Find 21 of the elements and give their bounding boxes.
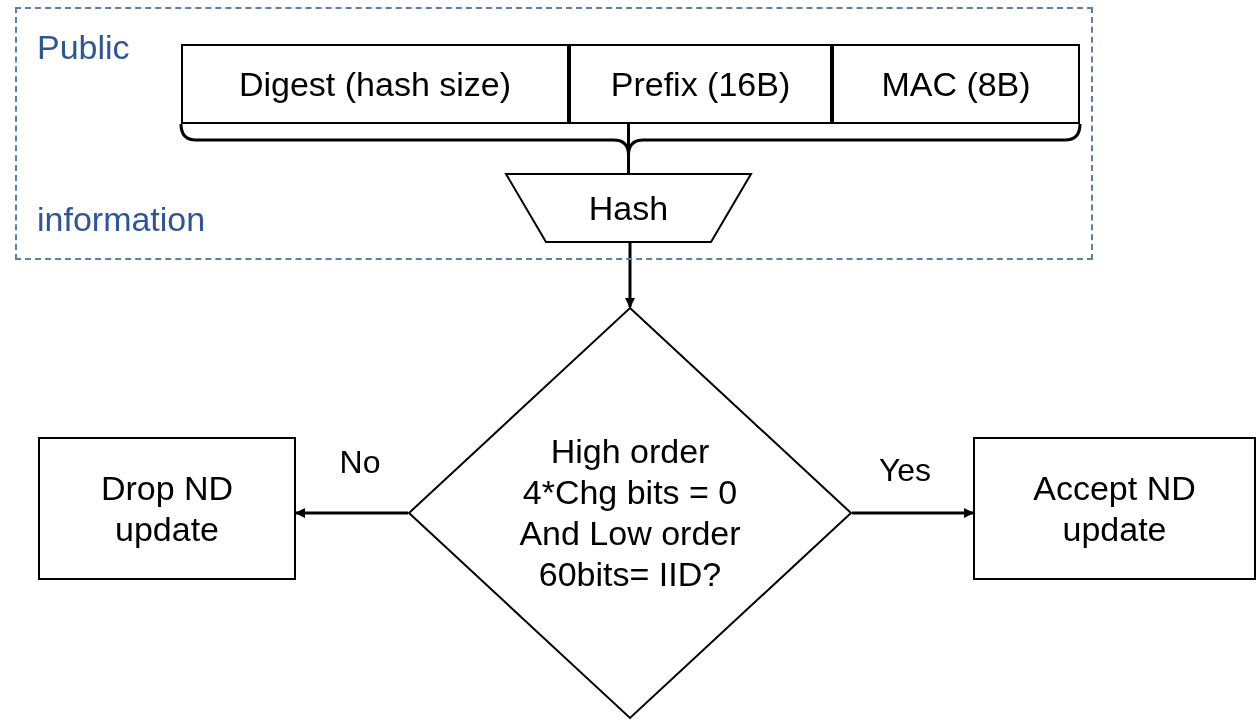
node-label: High order 4*Chg bits = 0 And Low order 60bits= IID? xyxy=(518,431,742,595)
node-label: Accept ND update xyxy=(1032,467,1197,550)
node-label: Drop ND update xyxy=(99,467,235,550)
process-box xyxy=(973,437,1256,580)
hash-trapezoid xyxy=(505,173,752,243)
field-cell xyxy=(569,44,832,124)
group-label: information xyxy=(37,199,206,240)
field-label: MAC (8B) xyxy=(880,63,1032,105)
field-cell xyxy=(181,44,569,124)
arrow xyxy=(852,508,974,518)
node-label: Hash xyxy=(587,187,670,229)
decision-diamond xyxy=(408,307,852,719)
brace-connector xyxy=(627,123,1082,173)
arrow xyxy=(295,508,408,518)
group-label: Public xyxy=(37,27,130,68)
field-cell xyxy=(832,44,1080,124)
process-box xyxy=(38,437,296,580)
field-label: Prefix (16B) xyxy=(609,63,792,105)
dashed-group-frame xyxy=(15,7,1093,260)
arrow xyxy=(625,243,635,308)
field-label: Digest (hash size) xyxy=(237,63,513,105)
